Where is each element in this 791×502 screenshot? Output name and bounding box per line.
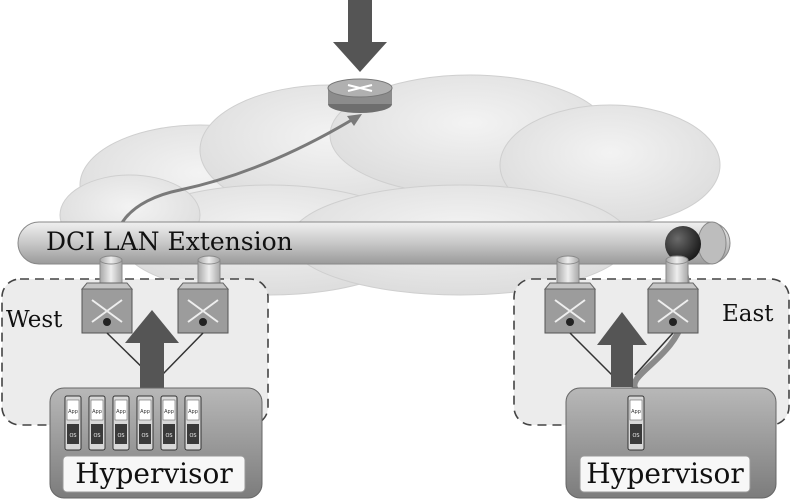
svg-text:App: App — [631, 409, 641, 415]
svg-text:OS: OS — [93, 433, 100, 439]
west-uplink-arrow — [125, 310, 179, 390]
svg-text:OS: OS — [69, 433, 76, 439]
east-switch-right-icon — [646, 282, 700, 334]
wan-cloud — [59, 74, 721, 296]
svg-text:OS: OS — [165, 433, 172, 439]
west-switch-left-icon — [80, 282, 134, 334]
east-site-label: East — [722, 301, 774, 327]
west-hypervisor-plate — [62, 455, 246, 493]
svg-text:OS: OS — [141, 433, 148, 439]
svg-text:App: App — [116, 409, 126, 415]
svg-text:OS: OS — [117, 433, 124, 439]
svg-text:App: App — [188, 409, 198, 415]
west-hypervisor-label: Hypervisor — [75, 457, 233, 490]
dci-node-icon — [665, 226, 701, 262]
dci-lan-extension-label: DCI LAN Extension — [46, 227, 293, 256]
wan-router-icon — [327, 78, 393, 113]
svg-text:App: App — [68, 409, 78, 415]
incoming-traffic-arrow — [333, 0, 387, 72]
traffic-path-arrowhead — [347, 114, 362, 126]
svg-text:App: App — [164, 409, 174, 415]
svg-text:OS: OS — [632, 433, 639, 439]
east-hypervisor-plate — [579, 455, 751, 493]
west-site-label: West — [6, 307, 63, 333]
east-uplink-arrow — [597, 312, 647, 387]
svg-text:App: App — [92, 409, 102, 415]
east-hypervisor-label: Hypervisor — [586, 457, 744, 490]
svg-text:OS: OS — [189, 433, 196, 439]
west-switch-right-icon — [176, 282, 230, 334]
svg-text:App: App — [140, 409, 150, 415]
east-switch-left-icon — [543, 282, 597, 334]
